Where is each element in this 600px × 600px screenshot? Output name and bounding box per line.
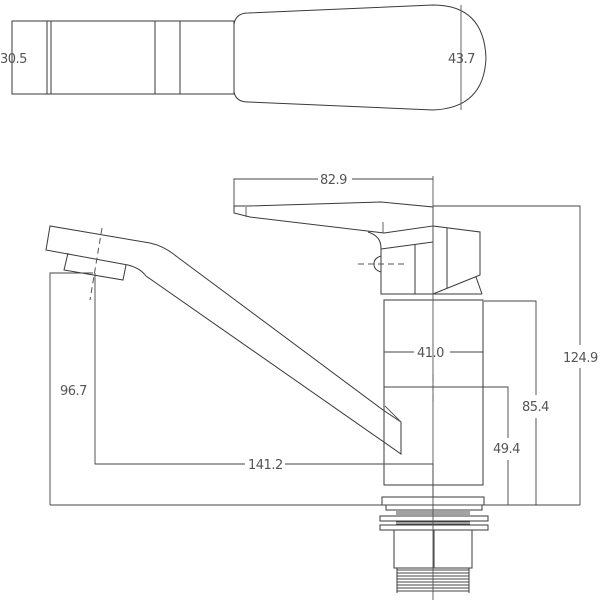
dim-body-diameter: 41.0	[417, 346, 444, 361]
threaded-connector	[379, 504, 489, 593]
dim-handle-width: 43.7	[448, 52, 475, 67]
top-view-body	[11, 20, 235, 95]
dim-spout-outlet-height: 49.4	[493, 442, 520, 457]
dim-body-diameter-top: 30.5	[0, 52, 27, 67]
dim-spout-reach: 141.2	[248, 458, 283, 473]
dim-total-height: 124.9	[563, 351, 598, 366]
dim-spout-height: 96.7	[60, 384, 87, 399]
dim-body-height: 85.4	[522, 400, 549, 415]
lever-handle	[233, 201, 483, 295]
spout	[45, 225, 402, 455]
dim-handle-length: 82.9	[320, 173, 347, 188]
top-view: 30.5 43.7	[0, 4, 487, 111]
dimension-lines	[49, 178, 581, 506]
top-view-handle	[233, 4, 487, 111]
side-view: 82.9 124.9 96.7 41.0 85.4 49.4 141.2	[45, 173, 598, 600]
